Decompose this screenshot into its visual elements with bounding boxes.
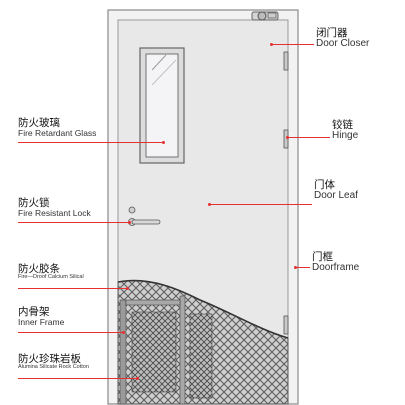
label-doorframe-en: Doorframe: [312, 262, 360, 274]
label-fire-strip: 防火胶条 Fire—Droof Calcium Silical: [18, 263, 84, 281]
leader-dot-door-closer: [270, 43, 273, 46]
leader-dot-inner-frame: [122, 331, 125, 334]
leader-line-door-closer: [272, 44, 314, 45]
door-closer: [251, 11, 279, 21]
leader-dot-door-leaf: [208, 203, 211, 206]
label-fire-strip-zh: 防火胶条: [18, 263, 60, 275]
label-door-closer: 闭门器 Door Closer: [316, 27, 370, 50]
label-fire-strip-en: Fire—Droof Calcium Silical: [18, 274, 84, 281]
leader-line-fire-glass: [18, 142, 164, 143]
label-inner-frame: 内骨架 Inner Frame: [18, 306, 65, 328]
leader-line-rock-cotton: [18, 378, 138, 379]
label-door-leaf: 门体 Door Leaf: [314, 179, 358, 202]
leader-dot-rock-cotton: [136, 377, 139, 380]
leader-dot-fire-glass: [162, 141, 165, 144]
leader-dot-fire-strip: [126, 287, 129, 290]
label-inner-frame-zh: 内骨架: [18, 306, 50, 318]
hinges: [283, 51, 289, 335]
label-fire-lock: 防火锁 Fire Resistant Lock: [18, 197, 91, 219]
label-doorframe: 门框 Doorframe: [312, 251, 360, 274]
label-rock-cotton-en: Alumina Silicate Rock Cotton: [18, 364, 89, 371]
label-rock-cotton: 防火珍珠岩板 Alumina Silicate Rock Cotton: [18, 353, 89, 371]
leader-line-doorframe: [296, 267, 310, 268]
leader-dot-fire-lock: [128, 221, 131, 224]
leader-line-inner-frame: [18, 332, 124, 333]
label-fire-glass: 防火玻璃 Fire Retardant Glass: [18, 117, 97, 139]
label-inner-frame-en: Inner Frame: [18, 317, 65, 328]
leader-dot-doorframe: [294, 266, 297, 269]
fire-retardant-glass: [139, 47, 185, 164]
label-fire-lock-en: Fire Resistant Lock: [18, 208, 91, 219]
label-hinge: 铰链 Hinge: [332, 119, 359, 142]
label-hinge-en: Hinge: [332, 130, 359, 142]
label-door-closer-zh: 闭门器: [316, 27, 348, 39]
leader-line-fire-lock: [18, 222, 130, 223]
leader-line-door-leaf: [210, 204, 312, 205]
label-fire-glass-zh: 防火玻璃: [18, 117, 60, 129]
label-hinge-zh: 铰链: [332, 119, 353, 131]
label-fire-lock-zh: 防火锁: [18, 197, 50, 209]
leader-line-hinge: [288, 137, 330, 138]
label-fire-glass-en: Fire Retardant Glass: [18, 128, 97, 139]
label-rock-cotton-zh: 防火珍珠岩板: [18, 353, 81, 365]
label-doorframe-zh: 门框: [312, 251, 333, 263]
label-door-closer-en: Door Closer: [316, 38, 370, 50]
fire-resistant-lock: [128, 206, 161, 226]
leader-line-fire-strip: [18, 288, 128, 289]
label-door-leaf-zh: 门体: [314, 179, 335, 191]
cutaway-section: [117, 279, 289, 405]
label-door-leaf-en: Door Leaf: [314, 190, 358, 202]
leader-dot-hinge: [286, 136, 289, 139]
